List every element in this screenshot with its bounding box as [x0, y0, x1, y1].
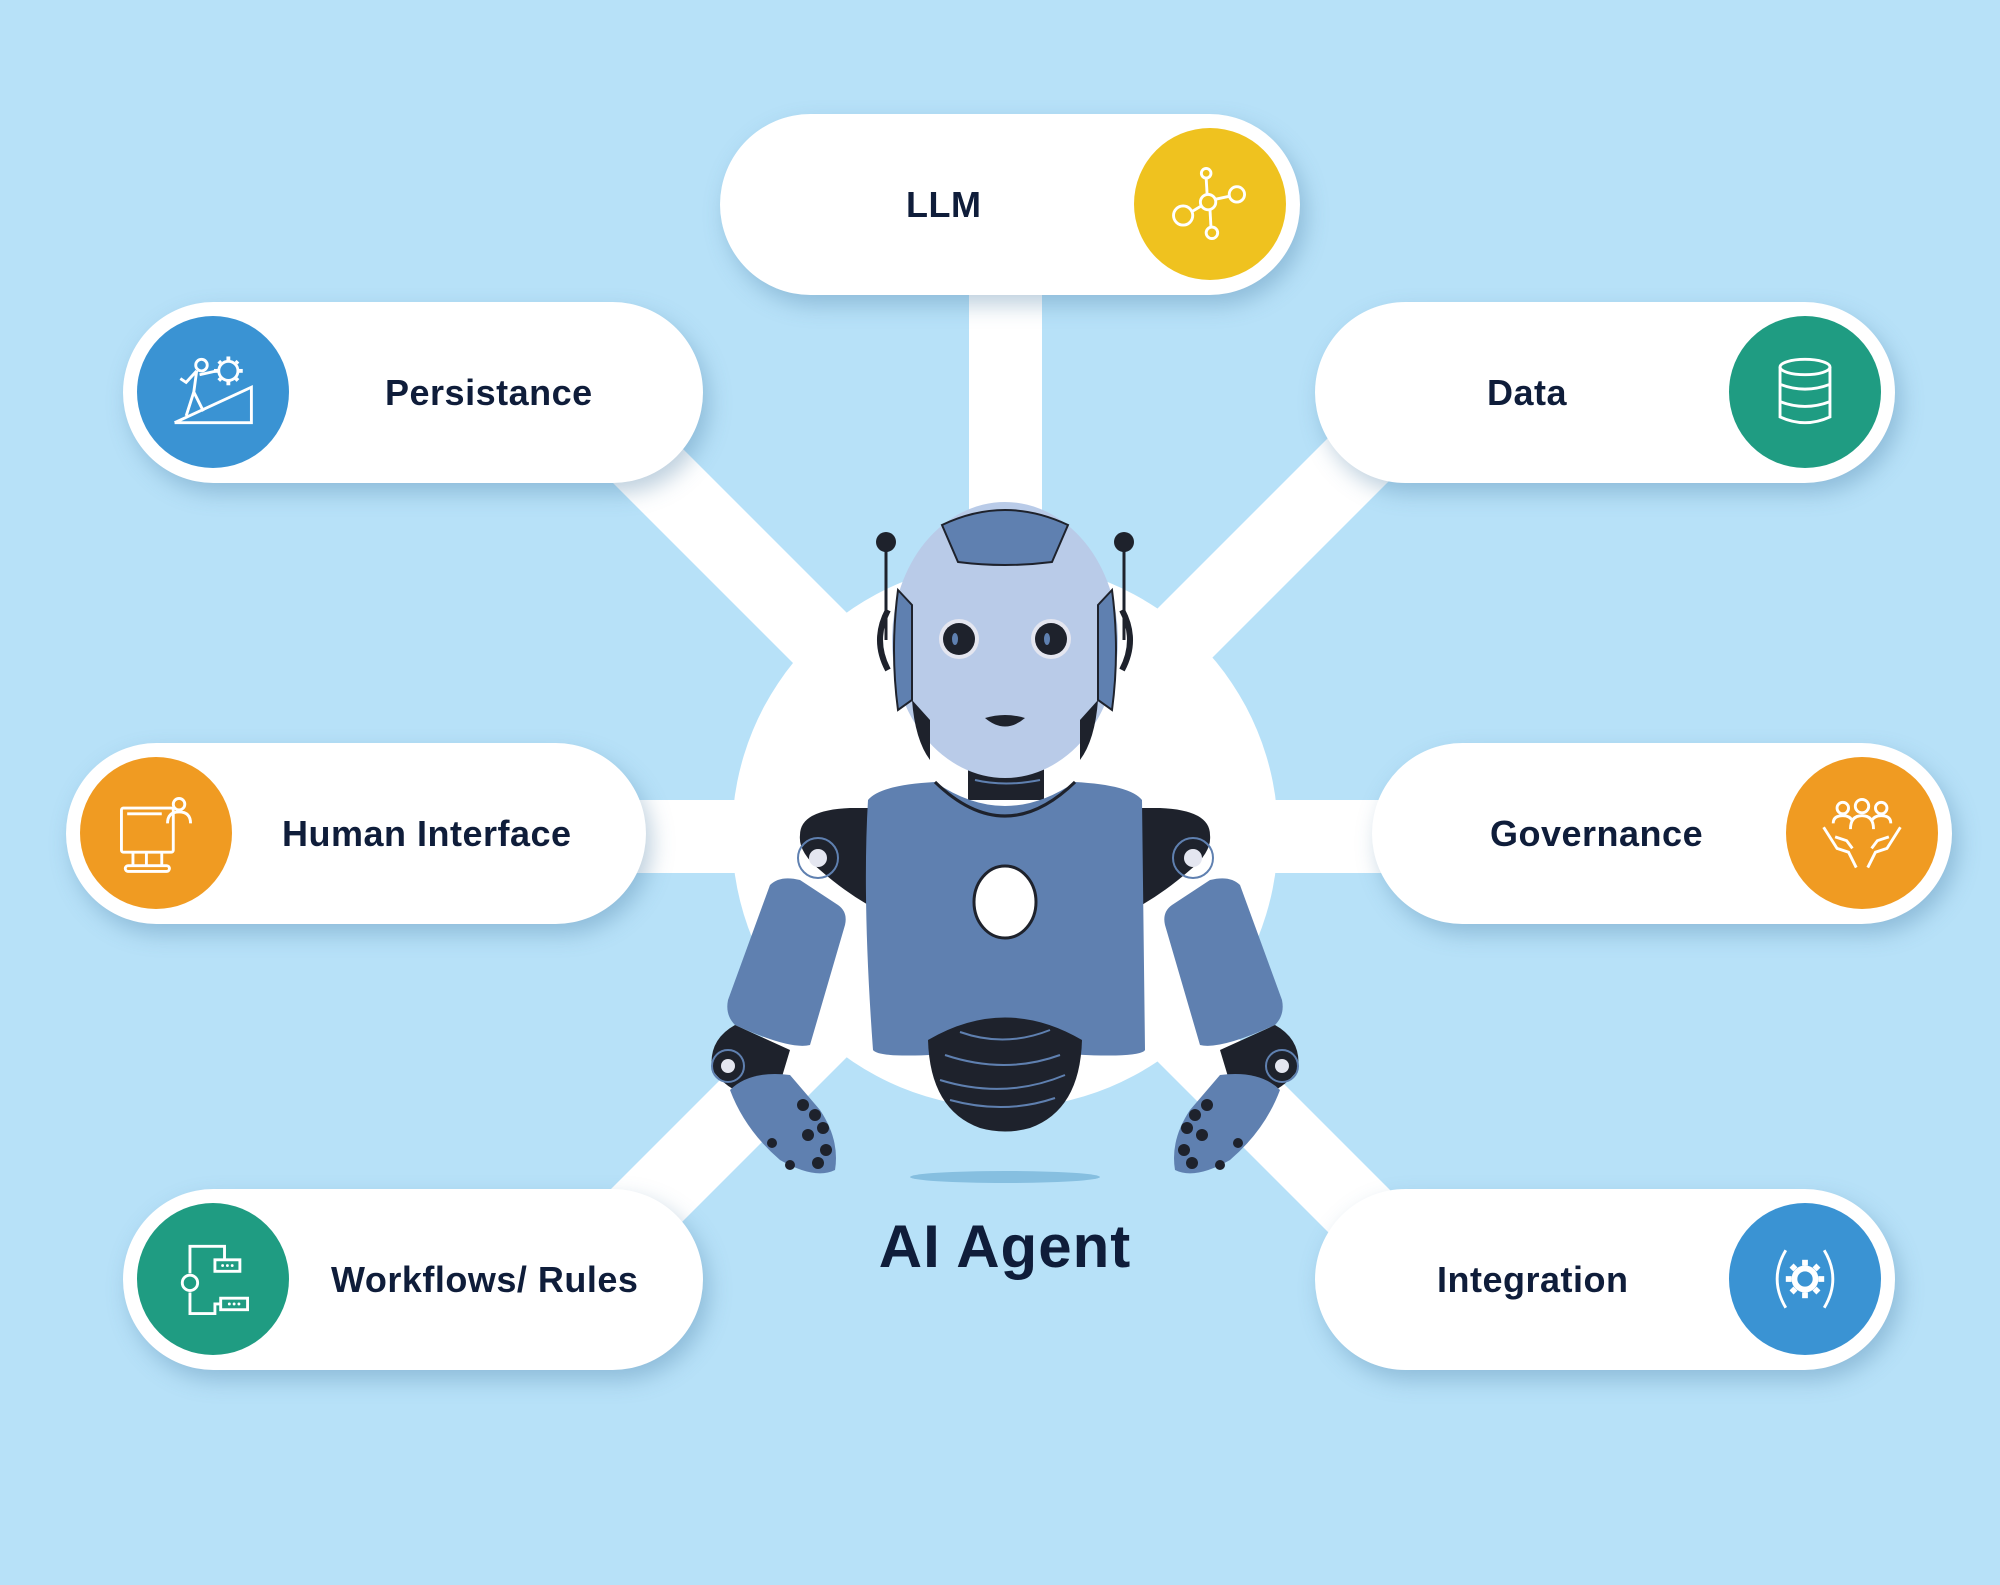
people-in-hands-icon	[1786, 757, 1938, 909]
gear-rotation-icon	[1729, 1203, 1881, 1355]
network-nodes-icon	[1134, 128, 1286, 280]
antenna-right	[1114, 532, 1134, 672]
node-llm: LLM	[720, 114, 1300, 295]
node-label-persistance: Persistance	[385, 372, 593, 413]
node-governance: Governance	[1372, 743, 1952, 924]
person-pushing-gear-uphill-icon	[137, 316, 289, 468]
node-integration: Integration	[1315, 1189, 1895, 1370]
node-data: Data	[1315, 302, 1895, 483]
node-workflows: Workflows/ Rules	[123, 1189, 703, 1370]
node-human-interface: Human Interface	[66, 743, 646, 924]
workflow-gear-icon	[137, 1203, 289, 1355]
database-icon	[1729, 316, 1881, 468]
node-label-workflows: Workflows/ Rules	[331, 1259, 639, 1300]
robot-belly	[928, 1017, 1082, 1132]
monitor-user-icon	[80, 757, 232, 909]
robot-head	[892, 502, 1118, 778]
node-label-integration: Integration	[1437, 1259, 1629, 1300]
node-label-llm: LLM	[906, 184, 982, 225]
diagram-title: AI Agent	[878, 1213, 1132, 1280]
robot-eyes	[939, 619, 1071, 659]
node-persistance: Persistance	[123, 302, 703, 483]
robot-chest-light	[972, 864, 1038, 940]
node-label-human-interface: Human Interface	[282, 813, 572, 854]
node-label-data: Data	[1487, 372, 1568, 413]
node-label-governance: Governance	[1490, 813, 1704, 854]
antenna-left	[876, 532, 896, 672]
robot-mouth	[985, 715, 1025, 727]
robot-shadow	[910, 1171, 1100, 1183]
